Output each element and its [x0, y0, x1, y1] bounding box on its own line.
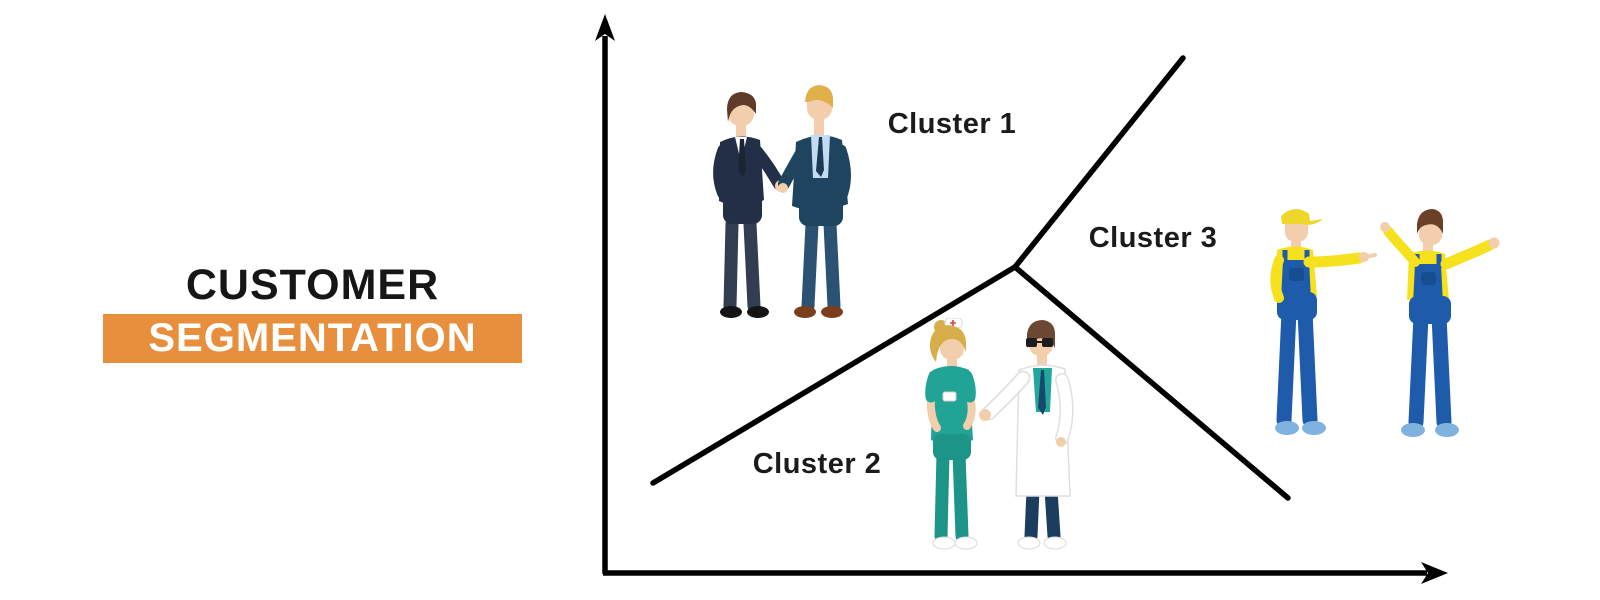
businessman-left [713, 92, 787, 318]
boundary-cluster1-cluster3 [1012, 55, 1186, 270]
boundary-cluster2-cluster3 [1012, 264, 1291, 501]
cluster-3-label: Cluster 3 [1088, 222, 1218, 254]
page-title: CUSTOMER [185, 261, 440, 309]
businessmen-handshake-illustration [713, 85, 851, 318]
nurse-doctor-illustration [925, 318, 1074, 550]
businessman-right [778, 85, 851, 318]
workers-talking-illustration [1270, 208, 1500, 437]
nurse [925, 318, 978, 550]
page-title-banner: SEGMENTATION [103, 314, 522, 364]
worker-left [1270, 208, 1377, 435]
cluster-1-label: Cluster 1 [887, 108, 1017, 140]
y-axis-arrow-icon [595, 14, 615, 41]
doctor [979, 320, 1074, 550]
boundary-cluster1-cluster2 [650, 264, 1018, 486]
title-block: CUSTOMER SEGMENTATION [103, 261, 522, 364]
worker-right [1380, 209, 1500, 437]
x-axis-arrow-icon [1421, 562, 1448, 584]
cluster-2-label: Cluster 2 [752, 448, 882, 480]
